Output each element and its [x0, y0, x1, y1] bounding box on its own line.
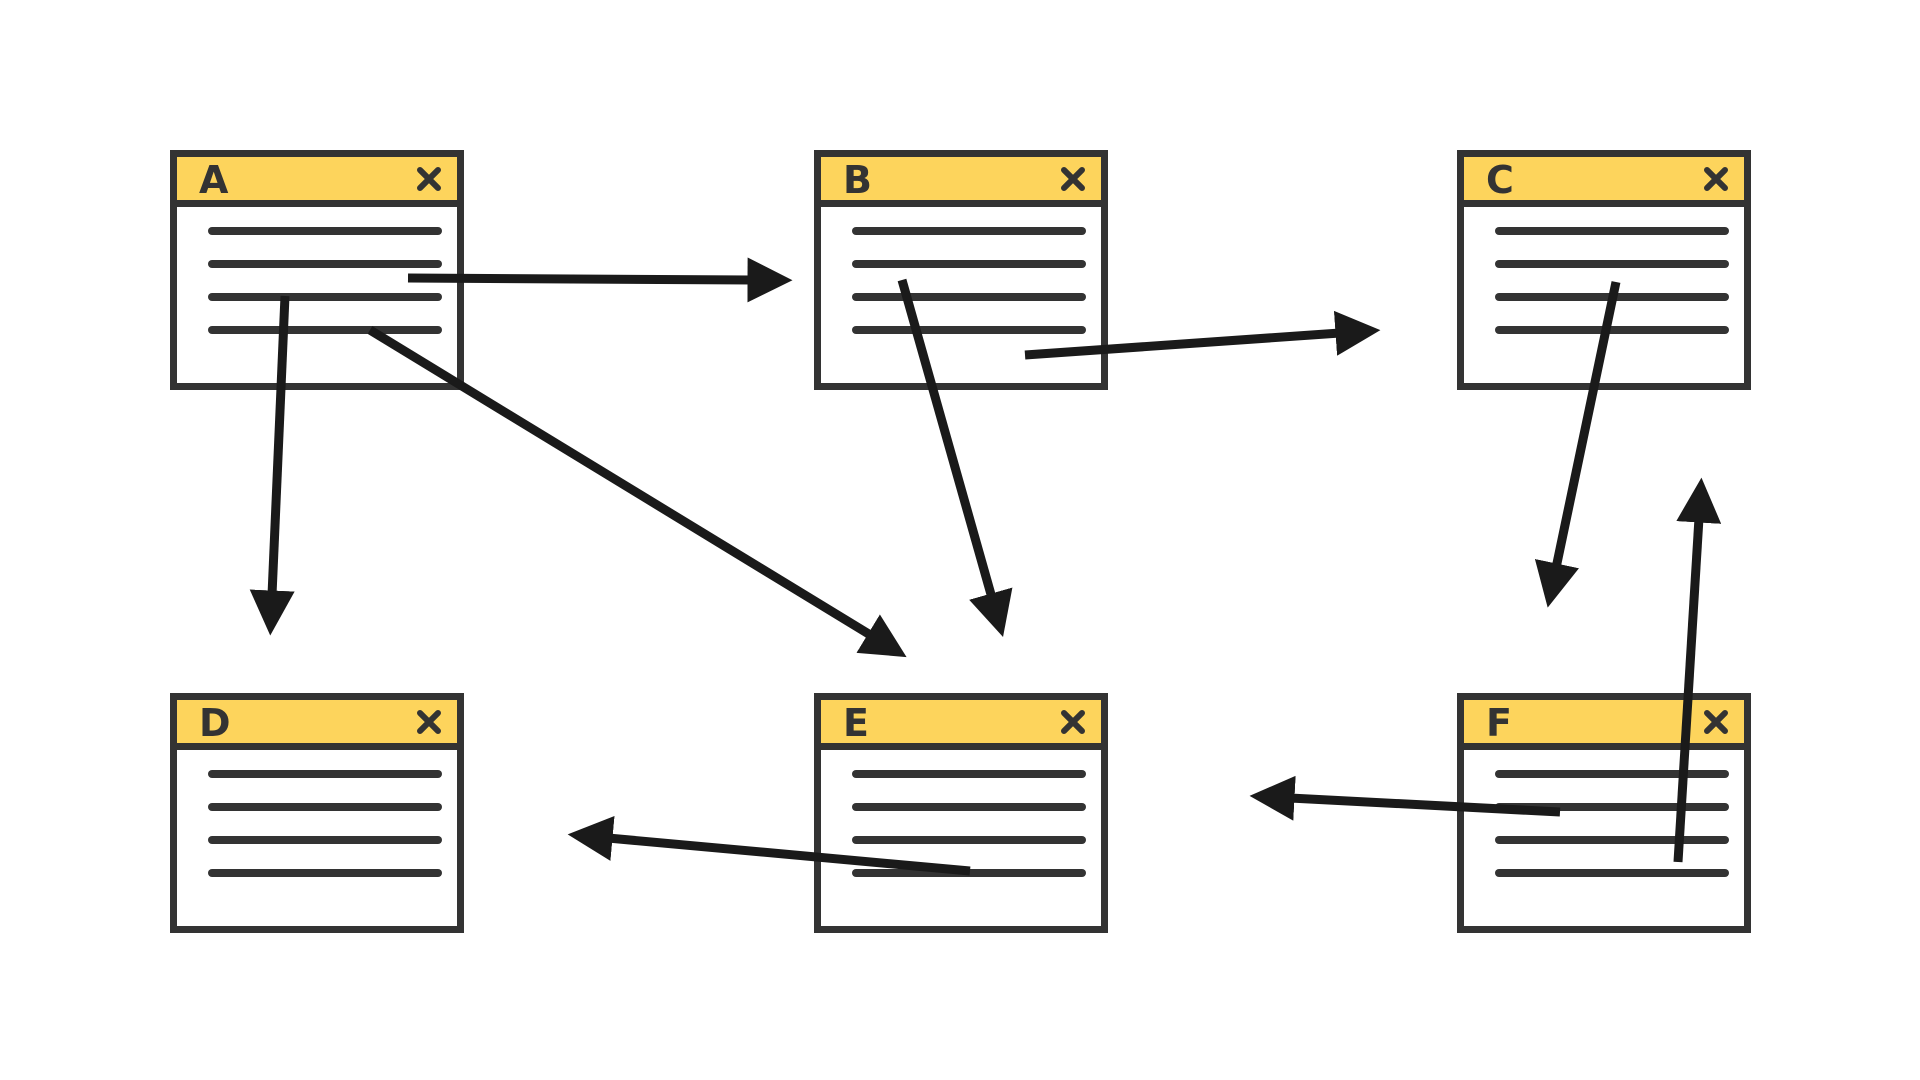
window-e-titlebar: E [821, 700, 1101, 750]
window-a-label: A [199, 158, 229, 202]
text-line [852, 869, 1086, 877]
window-f-titlebar: F [1464, 700, 1744, 750]
window-b-content [821, 207, 1101, 383]
window-c-label: C [1486, 158, 1514, 202]
text-line [852, 260, 1086, 268]
close-icon[interactable] [1702, 708, 1730, 736]
window-d-titlebar: D [177, 700, 457, 750]
window-e: E [814, 693, 1108, 933]
window-c-content [1464, 207, 1744, 383]
window-d: D [170, 693, 464, 933]
text-line [852, 227, 1086, 235]
close-icon[interactable] [1059, 165, 1087, 193]
window-f-content [1464, 750, 1744, 926]
window-d-content [177, 750, 457, 926]
text-line [852, 836, 1086, 844]
window-d-label: D [199, 701, 231, 745]
text-line [1495, 770, 1729, 778]
close-icon[interactable] [1059, 708, 1087, 736]
text-line [208, 869, 442, 877]
text-line [1495, 869, 1729, 877]
window-e-content [821, 750, 1101, 926]
window-a-titlebar: A [177, 157, 457, 207]
window-a: A [170, 150, 464, 390]
close-icon[interactable] [415, 708, 443, 736]
window-b-titlebar: B [821, 157, 1101, 207]
text-line [1495, 293, 1729, 301]
window-f: F [1457, 693, 1751, 933]
window-f-label: F [1486, 701, 1512, 745]
text-line [208, 770, 442, 778]
text-line [1495, 836, 1729, 844]
window-e-label: E [843, 701, 869, 745]
text-line [852, 803, 1086, 811]
text-line [208, 326, 442, 334]
text-line [208, 803, 442, 811]
text-line [1495, 803, 1729, 811]
text-line [852, 326, 1086, 334]
window-c: C [1457, 150, 1751, 390]
window-a-content [177, 207, 457, 383]
text-line [208, 836, 442, 844]
text-line [1495, 227, 1729, 235]
close-icon[interactable] [415, 165, 443, 193]
window-c-titlebar: C [1464, 157, 1744, 207]
window-b-label: B [843, 158, 872, 202]
close-icon[interactable] [1702, 165, 1730, 193]
text-line [208, 260, 442, 268]
text-line [852, 293, 1086, 301]
text-line [208, 227, 442, 235]
text-line [208, 293, 442, 301]
text-line [852, 770, 1086, 778]
window-b: B [814, 150, 1108, 390]
text-line [1495, 326, 1729, 334]
text-line [1495, 260, 1729, 268]
